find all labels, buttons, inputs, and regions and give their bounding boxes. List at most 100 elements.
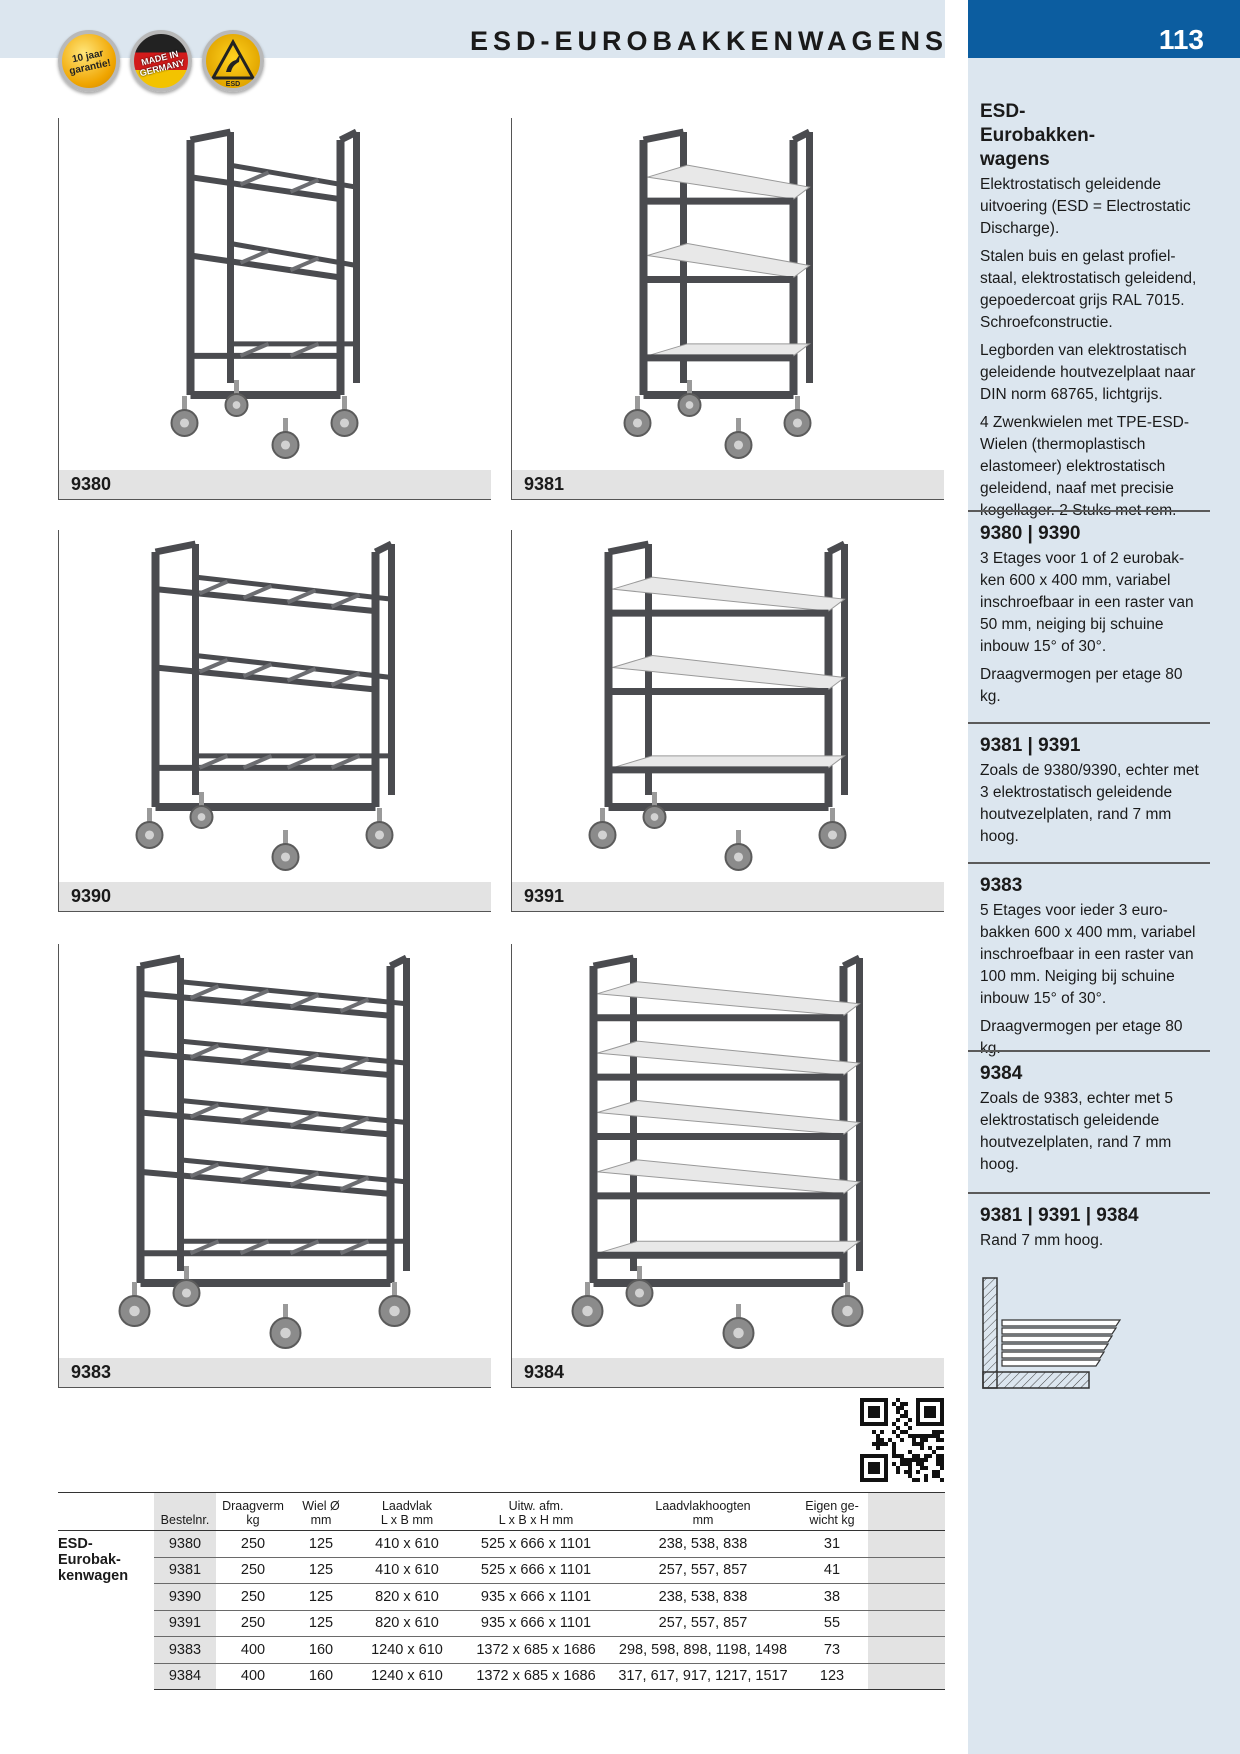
- table-cell: 123: [796, 1662, 868, 1690]
- caster-hub: [232, 401, 241, 409]
- qr-module: [912, 1454, 916, 1458]
- qr-module: [908, 1458, 912, 1462]
- caster-hub: [389, 1305, 400, 1317]
- caster-hub: [374, 830, 385, 840]
- qr-module: [896, 1406, 900, 1410]
- level-slat: [198, 658, 229, 674]
- qr-finder: [924, 1406, 936, 1418]
- qr-module: [912, 1442, 916, 1446]
- photo-caption-label: 9383: [71, 1362, 112, 1382]
- caster-hub: [129, 1305, 140, 1317]
- esd-warning-icon: ESD: [202, 30, 264, 92]
- qr-module: [920, 1458, 924, 1462]
- product-photo-9391: 9391: [511, 530, 944, 912]
- qr-module: [936, 1458, 940, 1462]
- sidebar-section-9383: 9383 5 Etages voor ieder 3 euro-bakken 6…: [980, 874, 1207, 1066]
- sidebar-intro-text: Elektrostatisch geleidende uitvoering (E…: [980, 176, 1191, 237]
- table-cell: 935 x 666 x 1101: [462, 1583, 610, 1610]
- caster-hub: [634, 1288, 645, 1298]
- qr-module: [924, 1466, 928, 1470]
- caster-hub: [733, 852, 744, 862]
- table-cell: 250: [216, 1583, 290, 1610]
- cart-illustration: [623, 128, 813, 459]
- table-cell: 1240 x 610: [352, 1636, 462, 1663]
- level-slat: [330, 671, 361, 687]
- cart-illustration: [170, 128, 360, 459]
- qr-module: [936, 1430, 940, 1434]
- level-slat: [239, 1166, 270, 1183]
- qr-module: [920, 1466, 924, 1470]
- level-rail: [155, 664, 376, 693]
- caster-hub: [144, 830, 155, 840]
- shelf-board: [597, 1040, 861, 1076]
- qr-module: [928, 1446, 932, 1450]
- qr-finder: [868, 1406, 880, 1418]
- table-cell: 41: [796, 1556, 868, 1584]
- sidebar-intro: ESD-Eurobakken-wagens Elektrostatisch ge…: [980, 100, 1207, 528]
- caster-hub: [280, 852, 291, 862]
- qr-module: [924, 1478, 928, 1482]
- qr-module: [908, 1462, 912, 1466]
- qr-module: [900, 1438, 904, 1442]
- caster-hub: [280, 440, 291, 450]
- table-header-blank: [58, 1492, 154, 1531]
- sidebar-intro-text: Legborden van elektrostatisch geleidende…: [980, 342, 1196, 403]
- sidebar-section-heading: 9383: [980, 875, 1023, 896]
- shelf-board: [612, 755, 846, 769]
- product-photo-9384: 9384: [511, 944, 944, 1388]
- qr-module: [936, 1438, 940, 1442]
- qr-module: [896, 1418, 900, 1422]
- qr-module: [900, 1414, 904, 1418]
- qr-module: [916, 1478, 920, 1482]
- qr-module: [892, 1462, 896, 1466]
- qr-module: [936, 1446, 940, 1450]
- qr-module: [896, 1454, 900, 1458]
- qr-module: [908, 1450, 912, 1454]
- qr-module: [876, 1446, 880, 1450]
- qr-module: [892, 1454, 896, 1458]
- level-slat: [239, 248, 270, 265]
- table-header-cell: Uitw. afm.L x B x H mm: [462, 1492, 610, 1531]
- frame-top-bar: [607, 540, 650, 556]
- qr-module: [872, 1430, 876, 1434]
- photo-caption-label: 9384: [524, 1362, 565, 1382]
- frame-top-bar: [826, 540, 847, 556]
- sidebar-divider: [968, 1050, 1210, 1052]
- qr-module: [896, 1466, 900, 1470]
- level-slat: [289, 341, 320, 358]
- table-cell: 238, 538, 838: [610, 1583, 796, 1610]
- table-header-cell: Bestelnr.: [154, 1492, 216, 1531]
- sidebar-section-text: Zoals de 9380/9390, echter met 3 elektro…: [980, 762, 1199, 845]
- caster-hub: [733, 440, 744, 450]
- level-slat: [289, 1111, 320, 1128]
- level-slat: [189, 984, 220, 1000]
- qr-module: [912, 1458, 916, 1462]
- level-slat: [339, 1056, 370, 1073]
- frame-top-bar: [373, 540, 394, 556]
- qr-module: [880, 1430, 884, 1434]
- page-title: ESD-EUROBAKKENWAGENS: [470, 26, 949, 56]
- table-cell: 317, 617, 917, 1217, 1517: [610, 1662, 796, 1690]
- qr-module: [904, 1470, 908, 1474]
- qr-module: [916, 1454, 920, 1458]
- level-slat: [239, 1048, 270, 1064]
- caster-hub: [650, 813, 659, 821]
- qr-module: [900, 1462, 904, 1466]
- caster-hub: [685, 401, 694, 409]
- qr-module: [940, 1462, 944, 1466]
- frame-top-bar: [642, 128, 685, 144]
- table-header-blank: [868, 1492, 945, 1531]
- qr-module: [892, 1446, 896, 1450]
- qr-module: [940, 1454, 944, 1458]
- level-slat: [198, 753, 229, 770]
- level-slat: [289, 256, 320, 273]
- qr-module: [936, 1470, 940, 1474]
- level-slat: [242, 662, 273, 679]
- esd-badge-text: ESD: [226, 81, 240, 88]
